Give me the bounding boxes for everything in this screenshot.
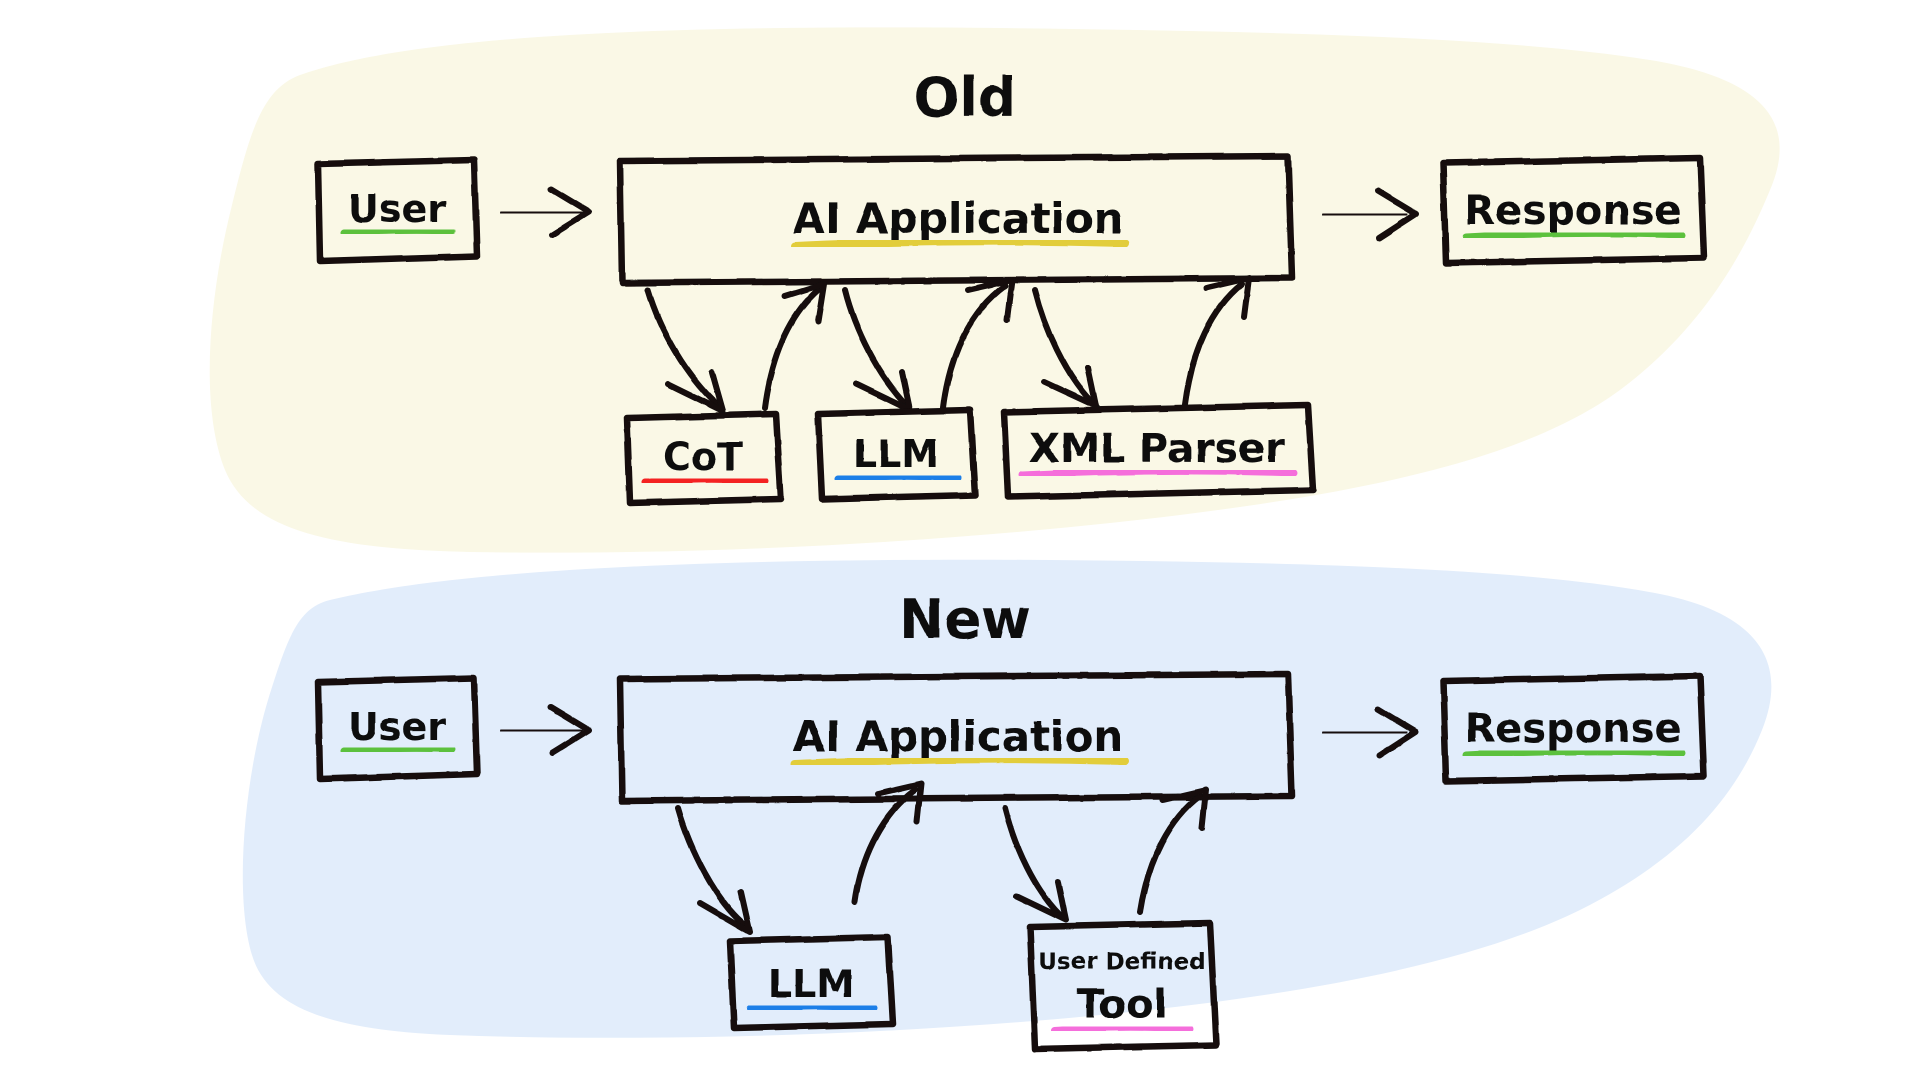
arrow-llm-to-app-old xyxy=(940,277,1015,411)
underline-green xyxy=(340,744,456,755)
node-ai-application-new[interactable]: AI Application xyxy=(616,670,1296,805)
node-label: CoT xyxy=(663,435,743,479)
arrow-llm-to-app-new xyxy=(852,781,924,905)
node-user-defined-tool[interactable]: User Defined Tool xyxy=(1026,919,1220,1053)
node-llm-new[interactable]: LLM xyxy=(726,933,897,1032)
arrow-app-to-response-old xyxy=(1322,188,1419,241)
node-label: AI Application xyxy=(793,712,1124,761)
arrow-app-to-tool xyxy=(1002,805,1069,923)
node-label: Response xyxy=(1464,188,1681,234)
node-label-top: User Defined xyxy=(1038,949,1206,975)
node-label: LLM xyxy=(853,432,939,476)
old-section-background xyxy=(209,27,1780,553)
arrow-cot-to-app xyxy=(762,281,827,411)
underline-green xyxy=(340,226,456,237)
arrow-tool-to-app xyxy=(1137,787,1209,915)
node-label: Response xyxy=(1464,706,1681,752)
node-label: AI Application xyxy=(793,194,1124,243)
arrow-xml-parser-to-app xyxy=(1182,275,1252,407)
node-response-new[interactable]: Response xyxy=(1439,672,1708,785)
underline-pink xyxy=(1018,467,1298,479)
node-label: LLM xyxy=(768,962,854,1006)
new-section-heading: New xyxy=(899,588,1031,651)
node-ai-application-old[interactable]: AI Application xyxy=(616,152,1296,287)
node-llm-old[interactable]: LLM xyxy=(814,406,979,503)
underline-yellow xyxy=(791,755,1129,768)
node-label: XML Parser xyxy=(1029,426,1285,472)
arrow-user-to-app-old xyxy=(500,186,592,238)
underline-yellow xyxy=(791,237,1129,250)
underline-red xyxy=(641,475,769,486)
node-cot[interactable]: CoT xyxy=(623,410,785,507)
node-user-new[interactable]: User xyxy=(314,674,481,783)
node-label: User xyxy=(348,705,446,749)
underline-pink xyxy=(1051,1023,1194,1034)
node-label: Tool xyxy=(1077,982,1168,1028)
node-xml-parser[interactable]: XML Parser xyxy=(1000,401,1317,501)
underline-blue xyxy=(746,1002,878,1013)
arrow-app-to-llm-new xyxy=(675,805,753,935)
old-section-heading: Old xyxy=(913,66,1016,129)
node-label: User xyxy=(348,187,446,231)
underline-blue xyxy=(834,472,962,483)
arrow-app-to-response-new xyxy=(1322,706,1419,759)
arrow-app-to-xml-parser xyxy=(1032,287,1099,409)
node-user-old[interactable]: User xyxy=(314,156,481,265)
underline-green xyxy=(1462,747,1686,759)
node-response-old[interactable]: Response xyxy=(1439,154,1708,267)
arrow-app-to-cot xyxy=(645,287,726,414)
underline-green xyxy=(1462,229,1686,241)
arrow-user-to-app-new xyxy=(500,704,592,756)
